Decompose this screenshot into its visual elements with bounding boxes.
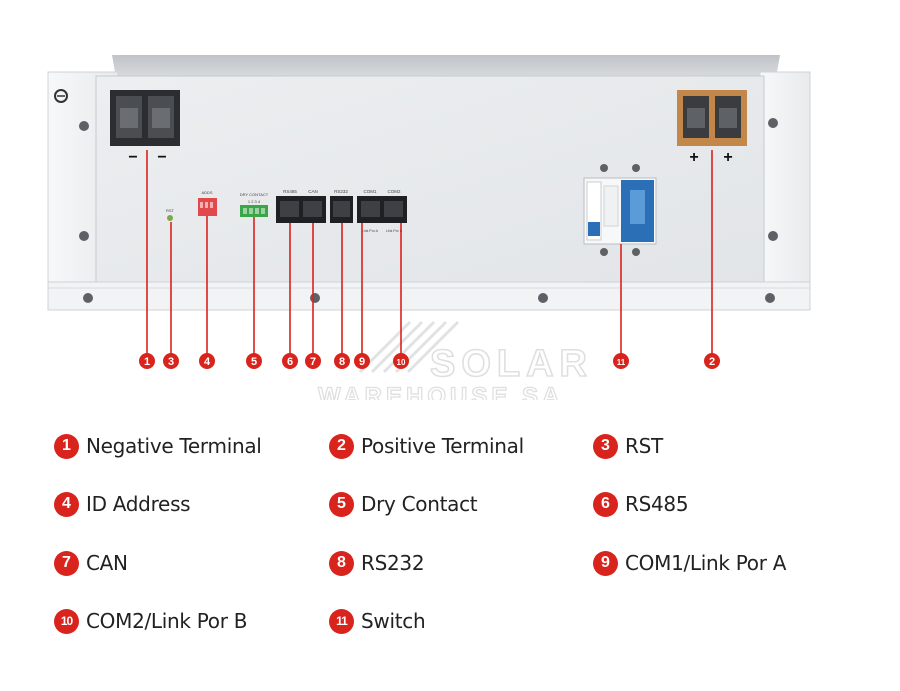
svg-text:WAREHOUSE SA: WAREHOUSE SA (318, 383, 563, 400)
positive-sign-1: + (689, 149, 698, 166)
svg-text:RS232: RS232 (334, 189, 348, 194)
legend-label: CAN (86, 551, 128, 575)
callout-marker-4 (199, 353, 215, 369)
callout-number-7: 7 (310, 356, 316, 368)
callout-number-8: 8 (339, 356, 345, 368)
legend-label: Switch (361, 609, 426, 633)
legend-number-badge: 3 (593, 433, 618, 459)
callout-number-1: 1 (144, 356, 150, 368)
negative-sign-1: − (128, 149, 137, 166)
callout-marker-2 (704, 353, 720, 369)
callout-marker-7 (305, 353, 321, 369)
legend-label: Negative Terminal (86, 434, 262, 458)
callout-number-5: 5 (251, 356, 257, 368)
callout-markers: 1 3 4 5 6 7 8 9 10 11 2 (139, 150, 720, 369)
svg-text:RST: RST (166, 208, 175, 213)
negative-terminal: − − (110, 90, 180, 166)
legend-label: Positive Terminal (361, 434, 524, 458)
callout-marker-10 (393, 353, 409, 369)
breaker-switch (583, 164, 657, 256)
svg-text:COM2: COM2 (387, 189, 400, 194)
legend-number-badge: 6 (593, 491, 618, 517)
callout-number-11: 11 (617, 358, 626, 367)
legend-item-7: 7 CAN (54, 546, 128, 580)
callout-number-9: 9 (359, 356, 365, 368)
rst-button: RST (166, 208, 175, 221)
legend-number-badge: 4 (54, 491, 79, 517)
svg-text:COM1: COM1 (363, 189, 376, 194)
svg-text:DRY CONTACT: DRY CONTACT (240, 192, 269, 197)
callout-number-10: 10 (397, 358, 406, 367)
svg-text:CAN: CAN (308, 189, 318, 194)
legend-number-badge: 5 (329, 491, 354, 517)
legend-item-1: 1 Negative Terminal (54, 429, 262, 463)
legend-item-3: 3 RST (593, 429, 663, 463)
legend-item-10: 10 COM2/Link Por B (54, 604, 247, 638)
corner-screw-icon (54, 89, 68, 103)
legend-label: RST (625, 434, 663, 458)
positive-terminal: + + (677, 90, 747, 166)
legend-item-9: 9 COM1/Link Por A (593, 546, 786, 580)
legend-item-8: 8 RS232 (329, 546, 425, 580)
callout-number-3: 3 (168, 356, 174, 368)
legend-label: COM2/Link Por B (86, 609, 248, 633)
callout-marker-11 (613, 353, 629, 369)
legend-number-badge: 1 (54, 433, 79, 459)
com-ports: COM1 COM2 Link Por A Link Por B (357, 189, 407, 233)
rs485-can-ports: RS485 CAN (276, 189, 326, 223)
legend-item-11: 11 Switch (329, 604, 426, 638)
callout-number-4: 4 (204, 356, 211, 368)
callout-marker-8 (334, 353, 350, 369)
callout-marker-1 (139, 353, 155, 369)
legend-item-6: 6 RS485 (593, 487, 689, 521)
legend-label: RS485 (625, 492, 689, 516)
id-address-dip-switch: ADDS (198, 190, 217, 216)
legend-label: Dry Contact (361, 492, 478, 516)
callout-number-6: 6 (287, 356, 293, 368)
battery-front-panel-diagram: − − + + RST ADDS DRY CONTACT 1 2 3 4 RS4… (47, 55, 811, 400)
legend-label: RS232 (361, 551, 425, 575)
callout-marker-6 (282, 353, 298, 369)
svg-text:Link Por A: Link Por A (362, 229, 379, 233)
legend-number-badge: 7 (54, 550, 79, 576)
legend-item-5: 5 Dry Contact (329, 487, 478, 521)
legend-number-badge: 8 (329, 550, 354, 576)
svg-text:1 2 3 4: 1 2 3 4 (248, 199, 261, 204)
legend-number-badge: 2 (329, 433, 354, 459)
legend-number-badge: 11 (329, 608, 354, 634)
legend-label: COM1/Link Por A (625, 551, 787, 575)
callout-number-2: 2 (709, 356, 715, 368)
rs232-port: RS232 (330, 189, 353, 223)
dry-contact-terminal: DRY CONTACT 1 2 3 4 (240, 192, 269, 217)
legend-item-2: 2 Positive Terminal (329, 429, 524, 463)
callout-marker-5 (246, 353, 262, 369)
svg-text:Link Por B: Link Por B (386, 229, 403, 233)
legend-number-badge: 9 (593, 550, 618, 576)
watermark-logo: SOLAR WAREHOUSE SA (317, 320, 593, 400)
svg-text:RS485: RS485 (283, 189, 297, 194)
negative-sign-2: − (157, 149, 166, 166)
positive-sign-2: + (723, 149, 732, 166)
callout-marker-3 (163, 353, 179, 369)
legend-label: ID Address (86, 492, 191, 516)
svg-text:SOLAR: SOLAR (430, 343, 593, 385)
callout-marker-9 (354, 353, 370, 369)
legend-number-badge: 10 (54, 608, 79, 634)
svg-text:ADDS: ADDS (201, 190, 212, 195)
legend-item-4: 4 ID Address (54, 487, 191, 521)
